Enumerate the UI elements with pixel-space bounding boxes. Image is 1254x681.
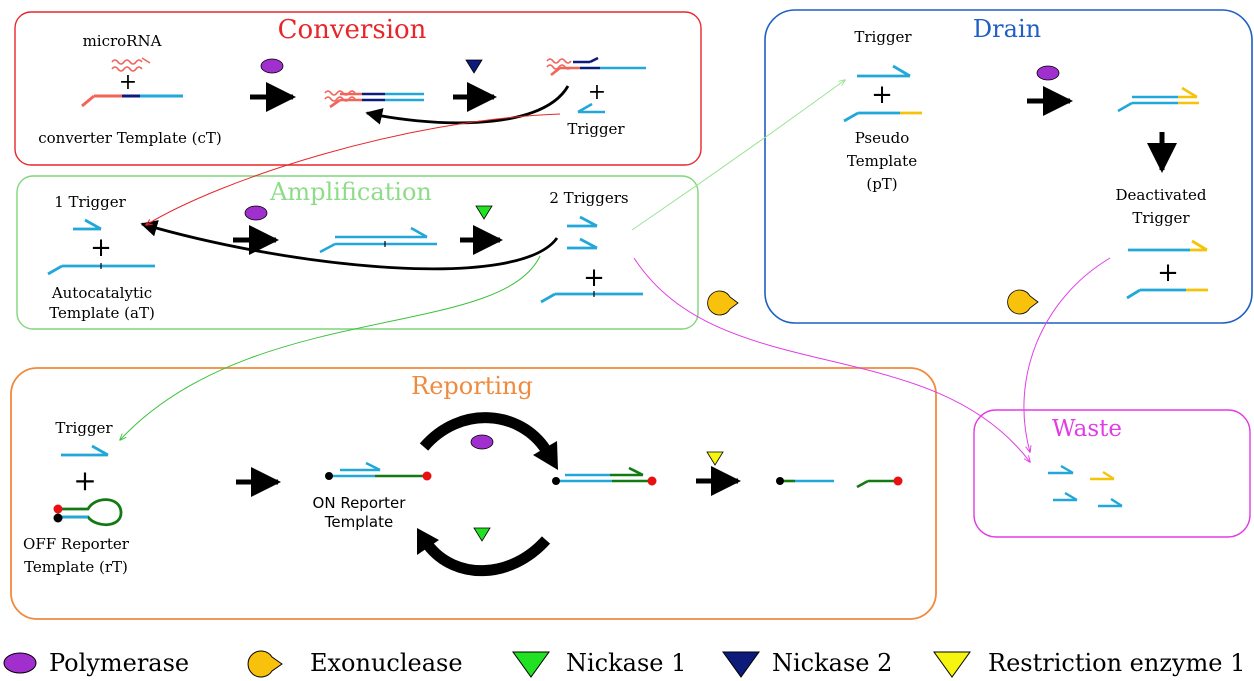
on-reporter-label-line2: Template (324, 513, 393, 531)
conversion-released-trigger (577, 102, 605, 114)
reporting-trigger-label: Trigger (55, 419, 113, 437)
legend-label-restriction-enzyme: Restriction enzyme 1 (988, 649, 1245, 677)
one-trigger-label: 1 Trigger (54, 193, 126, 211)
legend-item-exonuclease: Exonuclease (247, 649, 463, 678)
conversion-recycle-arrow (365, 85, 570, 125)
deactivated-label-line1: Deactivated (1116, 186, 1207, 204)
drain-plus-1: + (871, 80, 893, 110)
reporting-cycle-arrow-top (419, 412, 551, 454)
drain-template-copy (1126, 288, 1208, 300)
on-reporter-label-line1: ON Reporter (313, 494, 407, 512)
drain-exonuclease-icon (1007, 289, 1039, 315)
amplification-plus-1: + (90, 233, 112, 263)
legend-item-nickase-1: Nickase 1 (512, 649, 686, 678)
pseudo-template-strand (843, 111, 922, 123)
amplification-panel (16, 175, 699, 330)
pseudo-label-line2: Template (847, 152, 917, 170)
conversion-microrna: microRNA (83, 32, 162, 72)
amplification-polymerase-icon (244, 205, 268, 221)
reporting-plus-1: + (73, 464, 96, 497)
autocatalytic-template-strand (47, 263, 155, 276)
off-reporter-label-line1: OFF Reporter (23, 535, 130, 553)
polymerase-icon (3, 652, 37, 674)
conversion-to-amplification-arrow (146, 113, 561, 225)
drain-trigger-label: Trigger (854, 28, 912, 46)
conversion-nicked-duplex (546, 56, 646, 77)
legend-item-nickase-2: Nickase 2 (722, 649, 892, 678)
deactivated-trigger (1128, 239, 1208, 252)
amplification-recycle-arrow (140, 220, 559, 271)
autocatalytic-label-line1: Autocatalytic (51, 284, 152, 302)
autocatalytic-label-line2: Template (aT) (49, 304, 155, 322)
conversion-panel (14, 11, 702, 166)
reporting-polymerase-icon (470, 434, 494, 450)
legend: Polymerase Exonuclease Nickase 1 Nickase… (3, 649, 1245, 678)
legend-item-restriction-enzyme: Restriction enzyme 1 (933, 649, 1245, 678)
drain-polymerase-icon (1036, 65, 1060, 81)
drain-title: Drain (973, 15, 1041, 43)
exonuclease-icon (247, 650, 283, 678)
legend-label-nickase-2: Nickase 2 (772, 649, 892, 677)
amplification-output-triggers (567, 215, 598, 250)
conversion-nickase-2-icon (465, 59, 483, 74)
conversion-plus-2: + (588, 80, 606, 105)
amplification-plus-2: + (583, 263, 605, 293)
amplification-to-drain-arrow (631, 80, 845, 231)
waste-panel (973, 409, 1251, 538)
waste-title: Waste (1052, 416, 1122, 442)
legend-item-polymerase: Polymerase (3, 649, 189, 677)
drain-plus-2: + (1157, 258, 1179, 288)
amplification-to-waste-arrow (633, 257, 1030, 462)
amplification-input-trigger (73, 218, 102, 231)
drain-duplex (1117, 86, 1199, 113)
converter-template-label: converter Template (cT) (38, 129, 222, 147)
converter-template-strand (81, 94, 183, 108)
off-reporter-label-line2: Template (rT) (24, 558, 128, 576)
two-triggers-label: 2 Triggers (549, 189, 628, 207)
amplification-duplex (319, 226, 437, 254)
pseudo-label-line1: Pseudo (855, 129, 910, 147)
reporting-title: Reporting (411, 372, 533, 400)
conversion-plus-1: + (119, 70, 137, 95)
reporting-restriction-enzyme-icon (706, 451, 724, 466)
reporting-cycle-arrow-bottom (423, 536, 551, 577)
legend-label-exonuclease: Exonuclease (310, 649, 463, 677)
reporting-cleaved-products (776, 476, 903, 489)
deactivated-label-line2: Trigger (1132, 209, 1190, 227)
restriction-enzyme-icon (933, 651, 971, 678)
reporting-cycle-arrowhead-bottom (417, 528, 439, 555)
reporting-nickase-1-icon (473, 527, 491, 542)
nickase-2-icon (722, 651, 760, 678)
on-reporter-template (325, 461, 432, 481)
microrna-label: microRNA (83, 32, 162, 50)
legend-label-nickase-1: Nickase 1 (566, 649, 686, 677)
conversion-polymerase-icon (260, 58, 284, 74)
legend-label-polymerase: Polymerase (49, 649, 189, 677)
pseudo-label-line3: (pT) (866, 175, 897, 193)
amplification-to-reporting-arrow (120, 255, 541, 440)
amplification-exonuclease-icon (707, 290, 739, 316)
off-reporter-hairpin (53, 498, 123, 527)
reporting-trigger (61, 444, 109, 457)
reporting-panel (10, 367, 937, 620)
conversion-duplex (324, 90, 424, 109)
drain-trigger (857, 64, 911, 78)
nickase-1-icon (512, 651, 550, 678)
drain-to-waste-arrow (1023, 257, 1111, 452)
drain-panel (764, 9, 1253, 324)
conversion-trigger-label: Trigger (567, 120, 625, 138)
conversion-title: Conversion (278, 15, 427, 45)
amplification-nickase-1-icon (475, 205, 493, 220)
reporting-extended-duplex (552, 466, 657, 486)
waste-strands (1048, 464, 1123, 508)
amplification-title: Amplification (269, 178, 432, 206)
reporting-cycle-arrowhead-top (533, 441, 558, 470)
amplification-template-copy (540, 291, 643, 304)
